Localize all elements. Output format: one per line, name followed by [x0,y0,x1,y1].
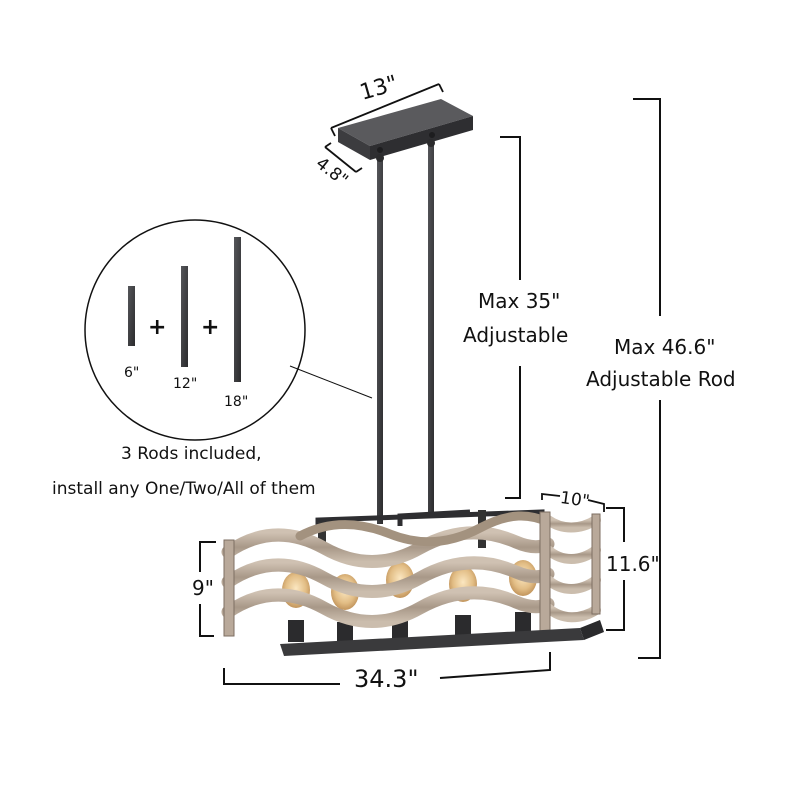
canopy-plate [338,99,473,160]
shade-height-bracket [199,541,216,637]
canopy-width-dimension [324,142,363,173]
shade-depth-label: 10" [558,488,591,512]
shade-depth-bracket [541,492,605,512]
rod-12in-label: 12" [173,376,198,392]
rod-max-label: Max 35" [478,289,561,313]
wood-wave-shade [221,511,601,637]
total-max-label: Max 46.6" [614,335,716,359]
rod-12in [181,266,188,367]
plus-sign-2: + [201,315,220,340]
body-height-bracket [606,507,625,631]
body-length-label: 34.3" [354,665,419,693]
rod-6in-label: 6" [124,365,140,381]
rods-note-line1: 3 Rods included, [121,444,262,464]
rod-18in [234,237,241,382]
rod-6in [128,286,135,346]
canopy-length-dimension [330,83,444,137]
rod-18in-label: 18" [224,394,249,410]
body-length-bracket [223,652,551,685]
rod-length-bracket [500,136,521,499]
base-bar [280,620,604,656]
suspension-rods [376,139,435,524]
rods-note-line2: install any One/Two/All of them [52,479,316,499]
rods-inset-circle [84,219,373,441]
total-adjustable-label: Adjustable Rod [586,367,736,391]
total-length-bracket [633,98,661,659]
shade-height-label: 9" [192,576,214,600]
body-height-label: 11.6" [606,552,660,576]
plus-sign-1: + [148,315,167,340]
rod-adjustable-label: Adjustable [463,323,569,347]
